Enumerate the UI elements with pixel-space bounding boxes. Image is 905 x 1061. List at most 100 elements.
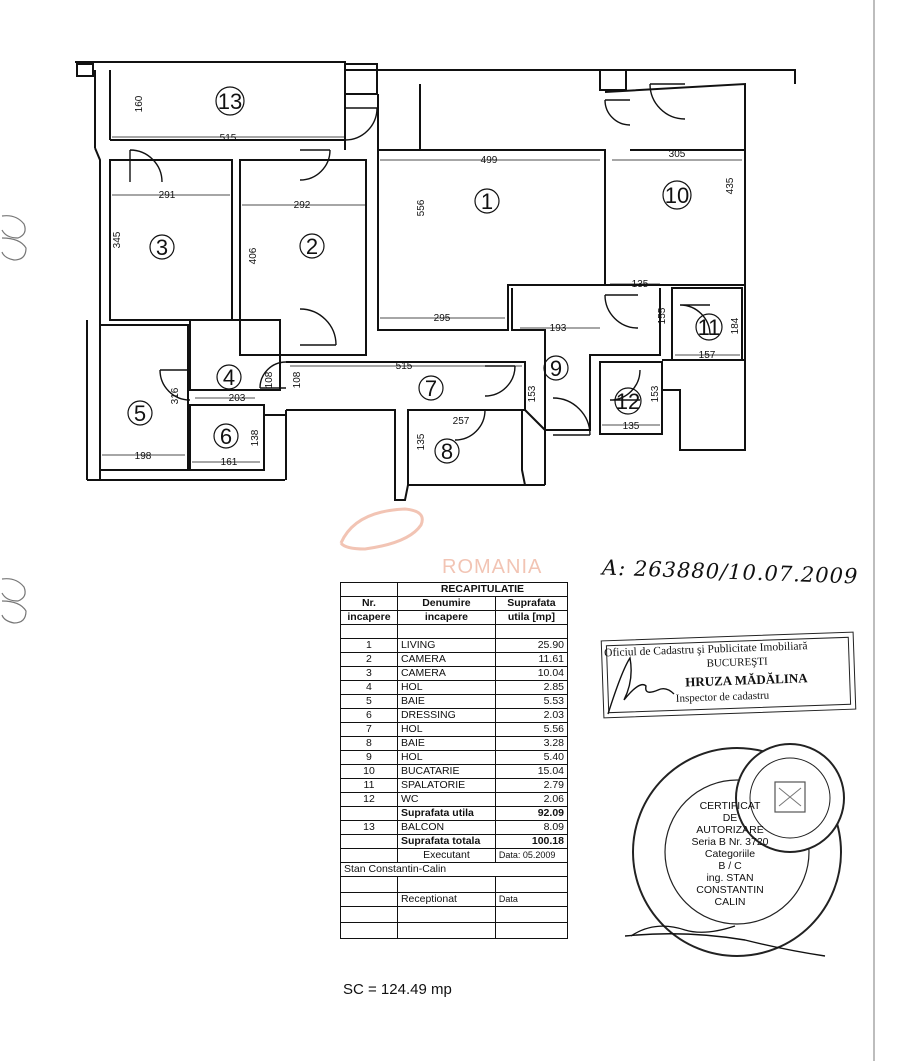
dim-label: 292 — [294, 200, 311, 211]
dim-label: 153 — [650, 385, 661, 402]
cell-nr: 2 — [340, 652, 398, 667]
cell-name: DRESSING — [396, 708, 496, 723]
dim-label: 157 — [699, 350, 716, 361]
dim-label: 435 — [725, 177, 736, 194]
cell-nr: 8 — [340, 736, 398, 751]
room-8-label: 8 — [441, 439, 453, 464]
cell-nr: 7 — [340, 722, 398, 737]
dim-label: 291 — [159, 190, 176, 201]
room-11-label: 11 — [698, 315, 721, 340]
cell-area: 2.79 — [494, 778, 569, 793]
total-area-label: Suprafata totala — [396, 834, 496, 849]
recap-table: RECAPITULATIE Nr. Denumire Suprafata inc… — [340, 582, 569, 939]
cell-area: 5.40 — [494, 750, 569, 765]
cell-area: 2.06 — [494, 792, 569, 807]
col-nr-header-2: incapere — [340, 610, 398, 625]
dim-label: 556 — [416, 199, 427, 216]
dim-label: 135 — [416, 433, 427, 450]
room-2-label: 2 — [306, 234, 318, 259]
built-area-text: SC = 124.49 mp — [343, 981, 452, 998]
watermark-text: ROMANIA — [442, 556, 543, 578]
dim-label: 257 — [453, 416, 470, 427]
round-seal-icon — [625, 743, 845, 957]
seal-center-text: CERTIFICAT DE AUTORIZARE Seria B Nr. 372… — [691, 800, 769, 908]
cell-name: WC — [396, 792, 496, 807]
cell-area: 11.61 — [494, 652, 569, 667]
cell-area: 10.04 — [494, 666, 569, 681]
cell-nr: 3 — [340, 666, 398, 681]
col-nr-header: Nr. — [340, 596, 398, 611]
room-12-label: 12 — [616, 389, 640, 414]
cell-area: 2.03 — [494, 708, 569, 723]
dim-label: 515 — [396, 361, 413, 372]
dim-label: 138 — [250, 429, 261, 446]
dim-label: 160 — [134, 95, 145, 112]
cell-nr: 10 — [340, 764, 398, 779]
cell-nr: 6 — [340, 708, 398, 723]
dim-label: 515 — [220, 133, 237, 144]
executant-name: Stan Constantin-Calin — [340, 862, 568, 877]
cell-nr: 4 — [340, 680, 398, 695]
cell-nr: 11 — [340, 778, 398, 793]
dim-label: 406 — [248, 247, 259, 264]
dim-label: 203 — [229, 393, 246, 404]
dim-label: 161 — [221, 457, 238, 468]
room-10-label: 10 — [665, 183, 689, 208]
dim-label: 135 — [632, 279, 649, 290]
watermark-logo-icon — [339, 507, 424, 551]
receptionat-label: Receptionat — [396, 892, 496, 907]
dim-label: 108 — [292, 371, 303, 388]
cell-area: 5.53 — [494, 694, 569, 709]
room-4-label: 4 — [223, 365, 235, 390]
dim-label: 499 — [481, 155, 498, 166]
col-name-header-2: incapere — [396, 610, 496, 625]
dim-label: 198 — [135, 451, 152, 462]
cell-name: HOL — [396, 680, 496, 695]
dim-label: 316 — [170, 387, 181, 404]
cell-name: BAIE — [396, 736, 496, 751]
cell-name: HOL — [396, 750, 496, 765]
room-labels: 1 2 3 4 5 6 7 8 9 10 11 12 13 160 515 49… — [112, 86, 741, 468]
balcon-name: BALCON — [396, 820, 496, 835]
cell-area: 3.28 — [494, 736, 569, 751]
room-9-label: 9 — [550, 356, 562, 381]
room-7-label: 7 — [425, 376, 437, 401]
room-6-label: 6 — [220, 424, 232, 449]
useful-area-value: 92.09 — [494, 806, 569, 821]
handwritten-registration-number: A: 263880/10.07.2009 — [601, 555, 859, 589]
cell-area: 25.90 — [494, 638, 569, 653]
balcon-area: 8.09 — [494, 820, 569, 835]
punch-hole-bottom-icon — [1, 578, 27, 624]
executant-date: Data: 05.2009 — [494, 848, 569, 863]
dim-label: 305 — [669, 149, 686, 160]
useful-area-label: Suprafata utila — [396, 806, 496, 821]
cell-area: 5.56 — [494, 722, 569, 737]
room-13-label: 13 — [218, 89, 242, 114]
executant-label: Executant — [396, 848, 496, 863]
balcon-nr: 13 — [340, 820, 398, 835]
cell-name: HOL — [396, 722, 496, 737]
cell-nr: 9 — [340, 750, 398, 765]
cell-area: 15.04 — [494, 764, 569, 779]
total-area-value: 100.18 — [494, 834, 569, 849]
dim-label: 108 — [264, 371, 275, 388]
room-3-label: 3 — [156, 235, 168, 260]
dim-label: 135 — [623, 421, 640, 432]
room-1-label: 1 — [481, 189, 493, 214]
dim-label: 345 — [112, 231, 123, 248]
recap-title: RECAPITULATIE — [396, 582, 569, 597]
dim-label: 295 — [434, 313, 451, 324]
dim-label: 193 — [550, 323, 567, 334]
dim-label: 153 — [527, 385, 538, 402]
cell-nr: 12 — [340, 792, 398, 807]
cell-name: SPALATORIE — [396, 778, 496, 793]
cell-name: LIVING — [396, 638, 496, 653]
